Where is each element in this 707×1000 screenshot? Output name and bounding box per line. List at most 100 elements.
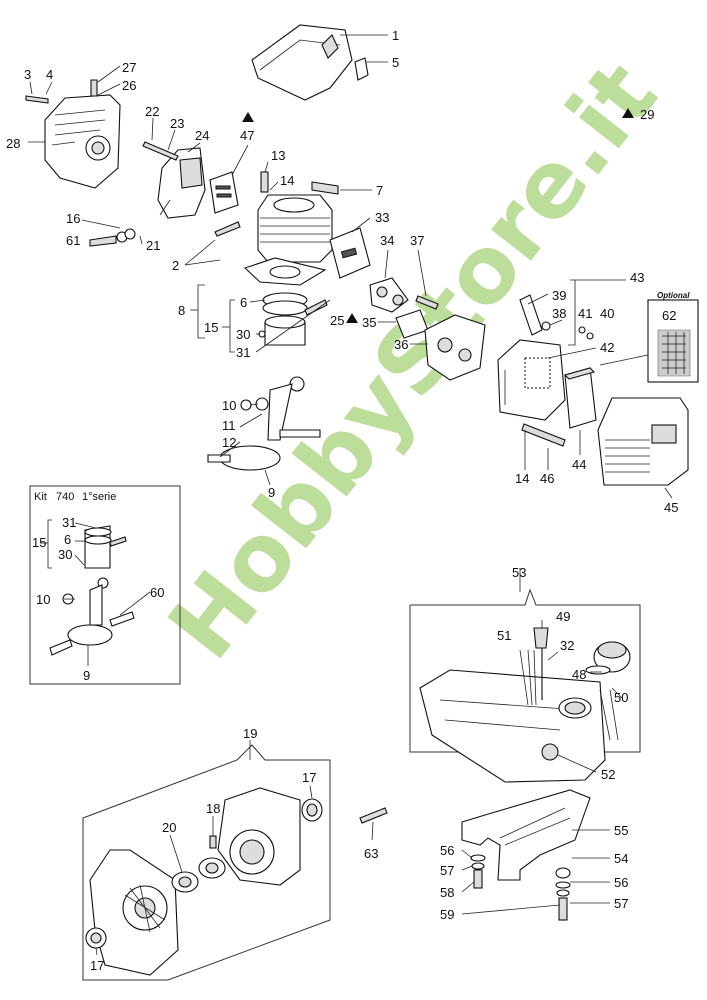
part-crankshaft xyxy=(207,376,321,471)
part-fuel-tank xyxy=(419,649,606,783)
kit-callout-60: 60 xyxy=(150,585,164,600)
part-ignition-coil-24 xyxy=(157,147,206,219)
callout-48: 48 xyxy=(572,667,586,682)
callout-12: 12 xyxy=(222,435,236,450)
callout-51: 51 xyxy=(497,628,511,643)
optional-box-62: Optional xyxy=(647,291,699,383)
callout-16: 16 xyxy=(66,211,80,226)
part-shroud-28 xyxy=(44,94,121,189)
part-fuel-filter-49 xyxy=(533,627,549,700)
callout-10: 10 xyxy=(222,398,236,413)
part-intake-34 xyxy=(369,277,409,313)
callout-8: 8 xyxy=(178,303,185,318)
part-crankcase-half-right xyxy=(217,787,301,886)
part-gasket-47 xyxy=(209,171,239,214)
part-carburetor-36 xyxy=(424,314,486,381)
part-crankcase-half-left xyxy=(89,849,179,976)
callout-56-left: 56 xyxy=(440,843,454,858)
callout-61: 61 xyxy=(66,233,80,248)
part-piston-group xyxy=(258,292,328,346)
callout-5: 5 xyxy=(392,55,399,70)
callout-55: 55 xyxy=(614,823,628,838)
kit-title-kit: Kit xyxy=(34,491,47,503)
callout-7: 7 xyxy=(376,183,383,198)
screw-3-4 xyxy=(25,95,49,104)
screw-22 xyxy=(142,141,179,161)
callout-17-top: 17 xyxy=(302,770,316,785)
callout-62: 62 xyxy=(662,308,676,323)
callout-46: 46 xyxy=(540,471,554,486)
callout-52: 52 xyxy=(601,767,615,782)
part-base-gasket xyxy=(243,257,327,286)
watermark: HobbyStore.it xyxy=(148,42,678,678)
triangle-marker-29 xyxy=(622,108,634,118)
callout-1: 1 xyxy=(392,28,399,43)
part-bearings xyxy=(171,835,226,893)
callout-54: 54 xyxy=(614,851,628,866)
callout-57-right: 57 xyxy=(614,896,628,911)
screw-61-washers xyxy=(89,228,136,247)
callout-17-bottom: 17 xyxy=(90,958,104,973)
callout-11: 11 xyxy=(222,418,236,433)
part-fuel-cap xyxy=(585,641,631,741)
callout-63: 63 xyxy=(364,846,378,861)
part-handle-bracket-55 xyxy=(461,789,591,881)
crankcase-box xyxy=(82,744,331,981)
callout-6: 6 xyxy=(240,295,247,310)
kit-callout-9: 9 xyxy=(83,668,90,683)
callout-47: 47 xyxy=(240,128,254,143)
callout-28: 28 xyxy=(6,136,20,151)
callout-25: 25 xyxy=(330,313,344,328)
screw-13 xyxy=(260,171,269,193)
callout-29: 29 xyxy=(640,107,654,122)
callout-13: 13 xyxy=(271,148,285,163)
callout-39: 39 xyxy=(552,288,566,303)
screw-37 xyxy=(415,295,439,310)
callout-44: 44 xyxy=(572,457,586,472)
callout-57-left: 57 xyxy=(440,863,454,878)
callout-30: 30 xyxy=(236,327,250,342)
callout-37: 37 xyxy=(410,233,424,248)
callout-53: 53 xyxy=(512,565,526,580)
callout-35: 35 xyxy=(362,315,376,330)
callout-58: 58 xyxy=(440,885,454,900)
callout-56-right: 56 xyxy=(614,875,628,890)
part-seal-17-bottom xyxy=(85,927,107,949)
callout-19: 19 xyxy=(243,726,257,741)
callout-32: 32 xyxy=(560,638,574,653)
callout-20: 20 xyxy=(162,820,176,835)
callout-42: 42 xyxy=(600,340,614,355)
callout-14-bottom: 14 xyxy=(515,471,529,486)
callout-33: 33 xyxy=(375,210,389,225)
part-filter-44 xyxy=(563,367,597,429)
callout-15: 15 xyxy=(204,320,218,335)
callout-14-top: 14 xyxy=(280,173,294,188)
kit-title-serie: 1°serie xyxy=(82,491,116,503)
kit-callout-15: 15 xyxy=(32,535,46,550)
callout-50: 50 xyxy=(614,690,628,705)
part-air-filter-base xyxy=(497,339,566,421)
callout-21: 21 xyxy=(146,238,160,253)
screws-2 xyxy=(214,221,241,237)
screw-63 xyxy=(359,807,388,824)
callout-34: 34 xyxy=(380,233,394,248)
triangle-marker-47 xyxy=(242,112,254,122)
callout-59: 59 xyxy=(440,907,454,922)
callout-36: 36 xyxy=(394,337,408,352)
kit-callout-6: 6 xyxy=(64,532,71,547)
triangle-marker-25 xyxy=(346,313,358,323)
callout-4: 4 xyxy=(46,67,53,82)
callout-24: 24 xyxy=(195,128,209,143)
callout-26: 26 xyxy=(122,78,136,93)
callout-9: 9 xyxy=(268,485,275,500)
callout-2: 2 xyxy=(172,258,179,273)
callout-40: 40 xyxy=(600,306,614,321)
screw-46 xyxy=(521,423,566,447)
callout-45: 45 xyxy=(664,500,678,515)
callout-27: 27 xyxy=(122,60,136,75)
part-screws-58-59 xyxy=(470,854,571,921)
callout-43: 43 xyxy=(630,270,644,285)
callout-31: 31 xyxy=(236,345,250,360)
part-spark-plug-7 xyxy=(311,181,339,195)
